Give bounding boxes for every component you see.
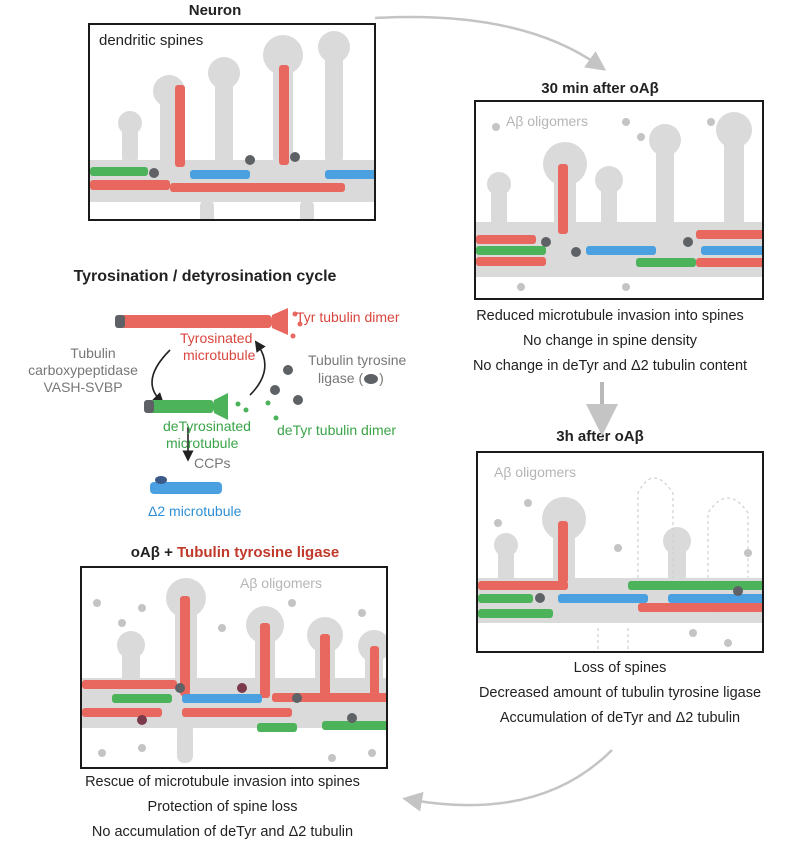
rescue-illustration (82, 578, 386, 763)
carboxypeptidase-label-3: VASH-SVBP (43, 379, 123, 395)
rescue-title-highlight: Tubulin tyrosine ligase (177, 544, 340, 561)
detyr-mt-label-1: deTyrosinated (163, 418, 251, 434)
h3-caption-1: Loss of spines (573, 660, 667, 676)
tyr-mt-label-1: Tyrosinated (180, 330, 253, 346)
tyrosination-arrow (249, 340, 266, 396)
rescue-title: oAβ + Tubulin tyrosine ligase (80, 544, 390, 561)
tyr-microtubule (120, 315, 272, 328)
neuron-title: Neuron (188, 2, 242, 19)
rescue-label: Aβ oligomers (240, 575, 322, 591)
ligase-blob (283, 365, 293, 375)
cycle-title: Tyrosination / detyrosination cycle (73, 268, 337, 285)
delta2-label: Δ2 microtubule (148, 503, 242, 519)
rescue-panel: Aβ oligomers (80, 566, 388, 769)
ligase-label-3-text: ) (379, 370, 384, 386)
ligase-label-2: ligase () (318, 370, 384, 387)
rescue-caption-1: Rescue of microtubule invasion into spin… (85, 774, 360, 790)
h3-caption-3: Accumulation of deTyr and Δ2 tubulin (499, 710, 741, 726)
h3-label: Aβ oligomers (494, 464, 576, 480)
min30-label: Aβ oligomers (506, 113, 588, 129)
rescue-caption-3: No accumulation of deTyr and Δ2 tubulin (91, 824, 354, 840)
arrow-neuron-to-30min (374, 15, 607, 71)
min30-caption-2: No change in spine density (522, 333, 698, 349)
min30-caption-1: Reduced microtubule invasion into spines (476, 308, 744, 324)
tyr-mt-ligase (115, 315, 125, 328)
detyr-microtubule (148, 400, 214, 413)
ligase-label-1: Tubulin tyrosine (308, 352, 407, 368)
delta2-microtubule (150, 482, 222, 494)
detyr-mt-carboxypeptidase (144, 400, 154, 413)
neuron-panel: dendritic spines (88, 23, 376, 221)
tyr-dimer-label: Tyr tubulin dimer (296, 309, 400, 325)
carboxypeptidase-label-2: carboxypeptidase (28, 362, 138, 378)
ligase-blob (270, 385, 280, 395)
min30-panel: Aβ oligomers (474, 100, 764, 300)
ccp-enzyme (155, 476, 167, 484)
detyr-dimer-label: deTyr tubulin dimer (277, 422, 397, 438)
detyrosination-arrow (151, 349, 171, 404)
ccps-label: CCPs (194, 455, 231, 471)
h3-panel: Aβ oligomers (476, 451, 764, 653)
min30-caption-3: No change in deTyr and Δ2 tubulin conten… (472, 358, 748, 374)
ligase-label-2-text: ligase ( (318, 370, 364, 386)
cycle-illustration (115, 308, 303, 494)
min30-illustration (476, 112, 762, 291)
h3-title: 3h after oAβ (556, 428, 644, 445)
detyr-mt-label-2: microtubule (166, 435, 239, 451)
h3-illustration (478, 477, 762, 651)
arrow-3h-to-rescue (402, 749, 613, 812)
min30-title: 30 min after oAβ (541, 80, 659, 97)
neuron-label: dendritic spines (99, 32, 204, 49)
ligase-blob (293, 395, 303, 405)
ligase-icon (364, 374, 379, 385)
rescue-title-prefix: oAβ + (130, 544, 177, 561)
h3-caption-2: Decreased amount of tubulin tyrosine lig… (478, 685, 762, 701)
rescue-caption-2: Protection of spine loss (147, 799, 298, 815)
carboxypeptidase-label-1: Tubulin (70, 345, 116, 361)
neuron-illustration (90, 31, 374, 219)
tyr-mt-label-2: microtubule (183, 347, 256, 363)
